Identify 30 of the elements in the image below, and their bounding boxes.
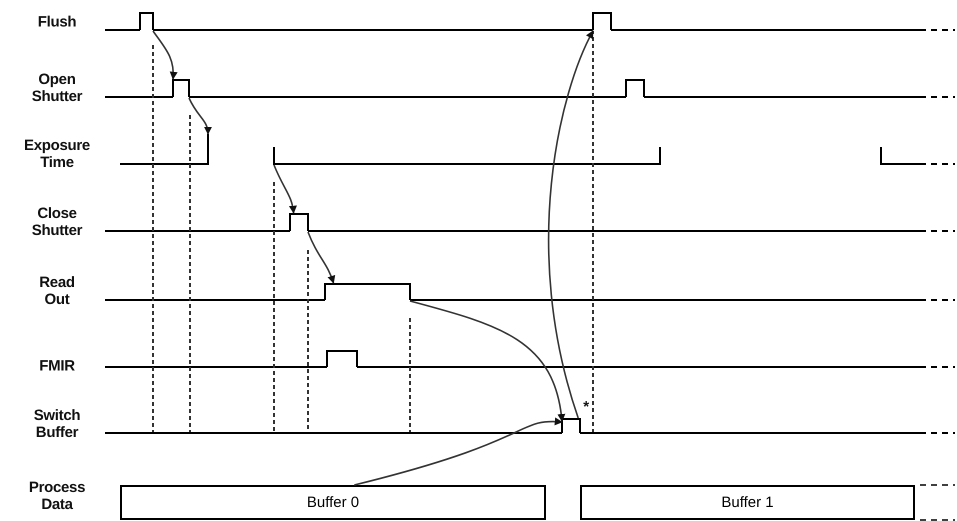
signal-pulse: [626, 79, 644, 98]
signal-name: Flush: [38, 14, 76, 30]
causal-arrow: [152, 30, 178, 80]
causal-arrow: [273, 164, 297, 214]
causal-arrow: [548, 30, 594, 418]
causal-arrow: [188, 98, 212, 135]
signal-name: Open Shutter: [32, 71, 82, 105]
causal-arrow: [410, 300, 565, 422]
signal-pulse: [325, 283, 410, 301]
exposure-edge-mark: [206, 134, 210, 165]
footnote-mark: *: [583, 398, 589, 416]
signal-pulse: [140, 12, 153, 31]
process-data-bar: [120, 485, 546, 520]
signal-name: Read Out: [39, 274, 75, 308]
causal-arrow: [307, 232, 335, 284]
signal-name: Close Shutter: [32, 205, 82, 239]
signal-pulse: [290, 213, 308, 232]
exposure-edge-mark: [272, 147, 276, 165]
signal-pulse: [327, 350, 357, 368]
causal-arrow: [354, 418, 563, 486]
signal-name: Switch Buffer: [34, 407, 80, 441]
signal-name: Process Data: [28, 479, 86, 513]
signal-name: FMIR: [39, 358, 75, 374]
signal-pulse: [593, 12, 611, 31]
buffer-label: Buffer 0: [306, 494, 360, 511]
process-data-bar: [580, 485, 915, 520]
buffer-label: Buffer 1: [721, 494, 774, 511]
signal-name: Exposure Time: [24, 137, 90, 171]
signal-pulse: [562, 418, 580, 434]
signal-pulse: [173, 79, 189, 98]
